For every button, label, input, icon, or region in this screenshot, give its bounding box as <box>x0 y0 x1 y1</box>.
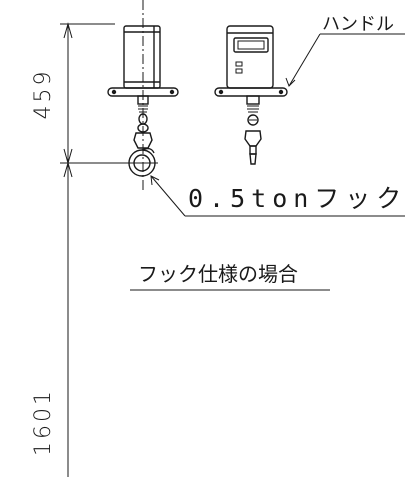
hook-spec-caption: フック仕様の場合 <box>138 262 298 286</box>
front-body <box>226 25 274 89</box>
dimension-upper-value: 459 <box>31 69 56 120</box>
front-button <box>235 61 243 67</box>
leader-hook <box>150 175 405 217</box>
leader-handle <box>285 33 405 87</box>
unit-side-view <box>107 0 179 190</box>
arrow-upper-top <box>63 22 73 39</box>
arrow-lower-top <box>63 161 73 178</box>
unit-front-view <box>214 25 288 165</box>
hook-label: 0.5tonフック <box>188 184 405 213</box>
front-chain-link <box>247 114 259 126</box>
dimension-lower-value: 1601 <box>31 388 56 456</box>
display-panel <box>233 37 269 53</box>
front-hook-tip <box>249 153 257 165</box>
dimension-arrows <box>63 22 73 178</box>
front-flange <box>214 87 288 97</box>
dimension-lines <box>60 23 130 477</box>
handle-label: ハンドル <box>322 14 394 35</box>
front-hook-block <box>244 130 262 147</box>
